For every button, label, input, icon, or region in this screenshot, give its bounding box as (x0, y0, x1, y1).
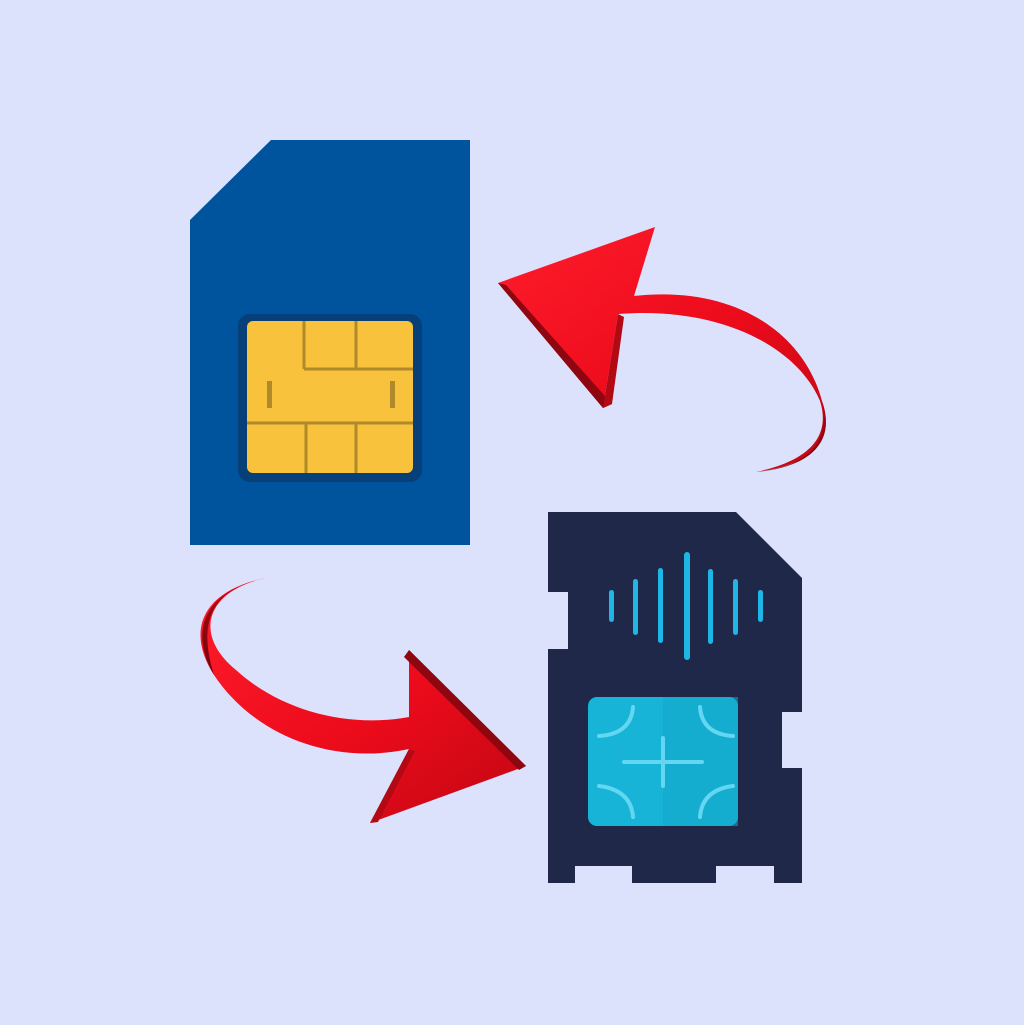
memory-card-icon (548, 512, 802, 883)
curved-arrow-right-icon (200, 578, 526, 823)
curved-arrow-left-icon (498, 227, 826, 472)
sim-card-icon (190, 140, 470, 545)
audio-wave-icon (609, 552, 763, 660)
